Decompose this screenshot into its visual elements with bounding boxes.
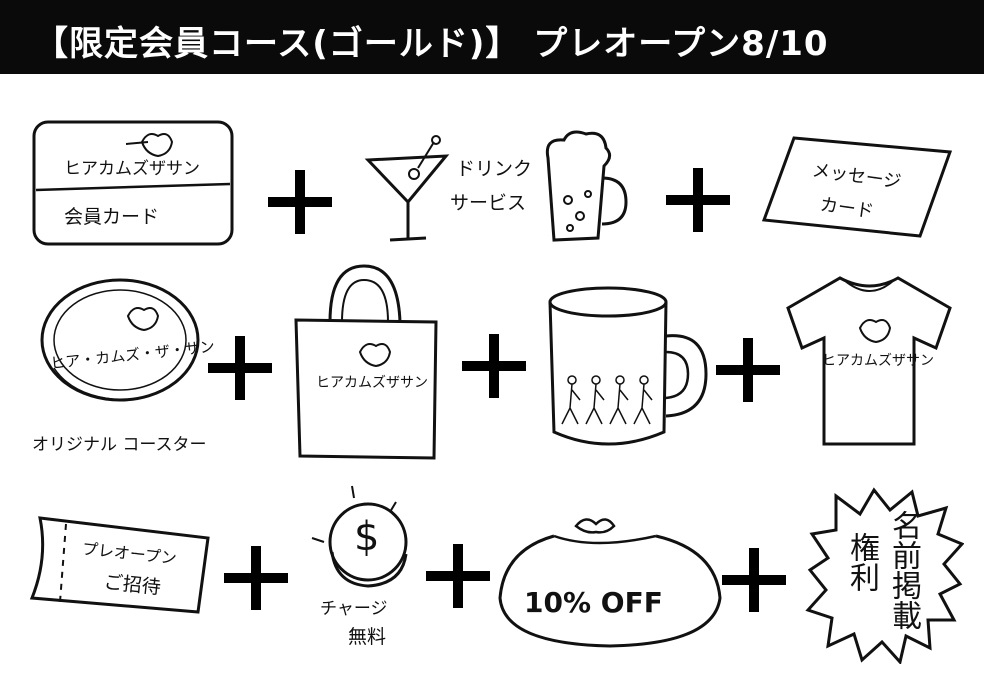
ticket-icon bbox=[29, 516, 210, 614]
mug bbox=[546, 284, 708, 454]
member-card: ヒアカムズザサン 会員カード bbox=[30, 118, 238, 250]
coin-symbol: $ bbox=[354, 514, 380, 560]
tote-bag-icon bbox=[294, 264, 438, 460]
message-card: メッセージ カード bbox=[760, 132, 956, 240]
member-card-brand: ヒアカムズザサン bbox=[64, 159, 200, 179]
banner-title: 【限定会員コース(ゴールド)】 プレオープン8/10 bbox=[34, 24, 829, 64]
discount-purse: 10% OFF bbox=[494, 514, 726, 650]
drink-service: ドリンク サービス bbox=[362, 128, 642, 248]
cocktail-and-beer-icon bbox=[364, 130, 628, 242]
discount-label: 10% OFF bbox=[524, 586, 663, 619]
name-listing-right: 名前掲載 権利 bbox=[804, 486, 964, 664]
plus-icon bbox=[208, 336, 272, 400]
mug-icon bbox=[548, 286, 708, 446]
plus-icon bbox=[462, 334, 526, 398]
plus-icon bbox=[716, 338, 780, 402]
member-card-label: 会員カード bbox=[64, 206, 160, 228]
purse-icon bbox=[498, 518, 722, 648]
charge-label-line2: 無料 bbox=[348, 626, 387, 648]
member-card-icon bbox=[32, 120, 234, 246]
plus-icon bbox=[224, 546, 288, 610]
coin-icon bbox=[311, 485, 408, 588]
plus-icon bbox=[722, 548, 786, 612]
title-banner: 【限定会員コース(ゴールド)】 プレオープン8/10 bbox=[0, 0, 984, 74]
tshirt-brand: ヒアカムズザサン bbox=[822, 353, 934, 369]
charge-label-line1: チャージ bbox=[320, 599, 388, 619]
coaster-label: オリジナル コースター bbox=[32, 435, 207, 455]
plus-icon bbox=[426, 544, 490, 608]
coaster-icon bbox=[40, 278, 200, 402]
preopen-invite-ticket: プレオープン ご招待 bbox=[28, 512, 212, 616]
tote-bag-brand: ヒアカムズザサン bbox=[316, 375, 428, 391]
tshirt: ヒアカムズザサン bbox=[784, 272, 956, 448]
plus-icon bbox=[666, 168, 730, 232]
message-card-icon bbox=[761, 136, 953, 238]
drink-label-line2: サービス bbox=[450, 192, 527, 214]
charge-free: $ チャージ 無料 bbox=[306, 484, 426, 654]
name-listing-text: 名前掲載 bbox=[886, 510, 921, 630]
original-coaster: ヒア・カムズ・ザ・サン オリジナル コースター bbox=[30, 276, 260, 466]
tote-bag: ヒアカムズザサン bbox=[290, 262, 440, 462]
ticket-label-line2: ご招待 bbox=[102, 571, 162, 599]
burst-icon bbox=[805, 487, 964, 664]
drink-label-line1: ドリンク bbox=[456, 158, 533, 180]
name-listing-rights: 権利 bbox=[844, 532, 879, 592]
tshirt-icon bbox=[786, 276, 952, 446]
plus-icon bbox=[268, 170, 332, 234]
